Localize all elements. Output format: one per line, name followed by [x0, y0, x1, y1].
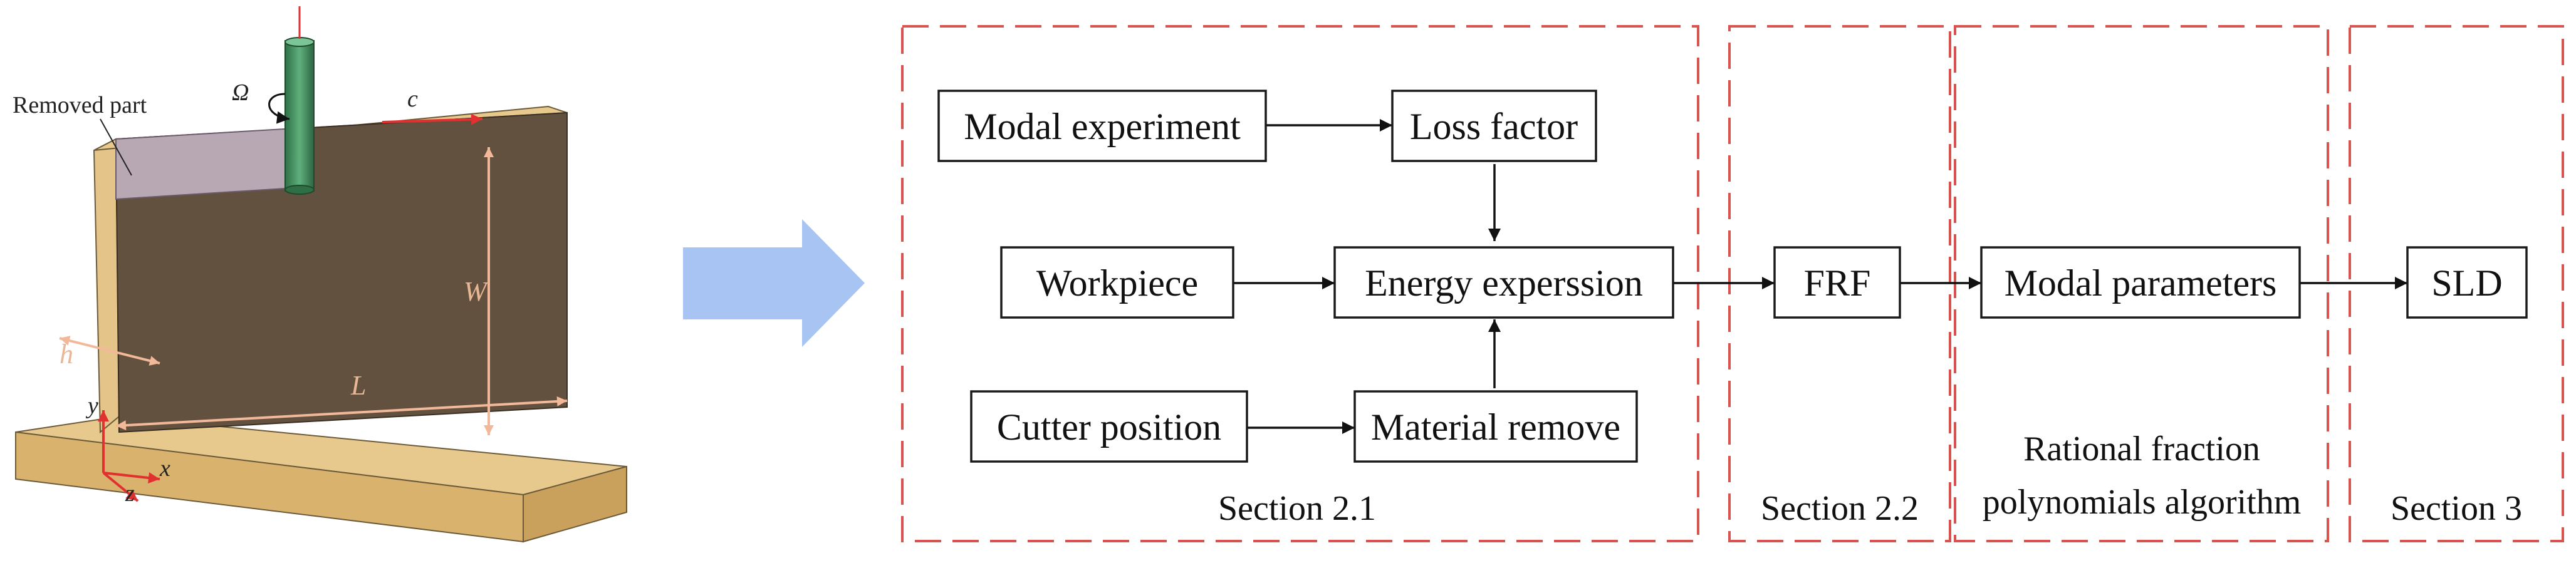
workpiece-text: Workpiece	[1036, 262, 1198, 304]
cutter-tool-top	[284, 37, 315, 47]
axis-x	[103, 472, 160, 483]
modal-experiment-box	[937, 90, 1267, 162]
h-label: h	[60, 339, 73, 369]
cutter-tool	[284, 40, 315, 192]
material-remove-box	[1353, 390, 1638, 463]
workpiece-box	[1000, 246, 1234, 319]
removed-part-leader	[100, 118, 132, 176]
flow-boxes: Modal experiment Loss factor Workpiece E…	[937, 90, 2528, 463]
frf-box	[1773, 246, 1901, 319]
h-dimension	[59, 336, 160, 366]
section-3-frame	[2349, 25, 2564, 542]
section-rfp-label-line1: Rational fraction	[2023, 430, 2260, 468]
removed-part-label: Removed part	[13, 92, 147, 118]
modal-parameters-text: Modal parameters	[2005, 262, 2277, 304]
flow-arrows	[1233, 119, 2407, 434]
axis-y-label: y	[85, 393, 98, 419]
modal-experiment-text: Modal experiment	[964, 106, 1241, 147]
loss-factor-text: Loss factor	[1410, 106, 1578, 147]
axis-z	[102, 472, 139, 502]
frf-text: FRF	[1804, 262, 1871, 304]
l-label: L	[350, 370, 366, 401]
energy-expression-box	[1333, 246, 1674, 319]
energy-expression-text: Energy experssion	[1365, 262, 1643, 304]
sld-text: SLD	[2431, 262, 2502, 304]
rotation-arrow	[268, 93, 290, 124]
section-3-label: Section 3	[2391, 489, 2522, 528]
omega-label: Ω	[232, 80, 249, 106]
section-rfp-label-line2: polynomials algorithm	[1983, 483, 2302, 522]
section-2-1-label: Section 2.1	[1218, 489, 1376, 528]
l-dimension	[115, 396, 568, 431]
loss-factor-box	[1391, 90, 1597, 162]
modal-parameters-box	[1980, 246, 2301, 319]
axis-z-label: z	[125, 480, 135, 507]
feed-arrow	[382, 113, 483, 125]
transition-arrow	[683, 219, 865, 347]
w-label: W	[464, 276, 489, 307]
workpiece-model: Ω c Removed part W L h y x z	[13, 6, 627, 543]
feed-label: c	[407, 86, 418, 112]
base-plate-side	[523, 465, 627, 543]
removed-part-region	[115, 127, 295, 200]
cutter-tool-bottom	[284, 185, 315, 195]
section-labels: Section 2.1 Section 2.2 Rational fractio…	[1218, 430, 2522, 528]
sld-box	[2406, 246, 2528, 319]
axis-x-label: x	[159, 455, 170, 482]
material-remove-text: Material remove	[1371, 406, 1620, 448]
section-2-2-label: Section 2.2	[1761, 489, 1919, 528]
cutter-position-box	[970, 390, 1248, 463]
cutter-position-text: Cutter position	[997, 406, 1221, 448]
